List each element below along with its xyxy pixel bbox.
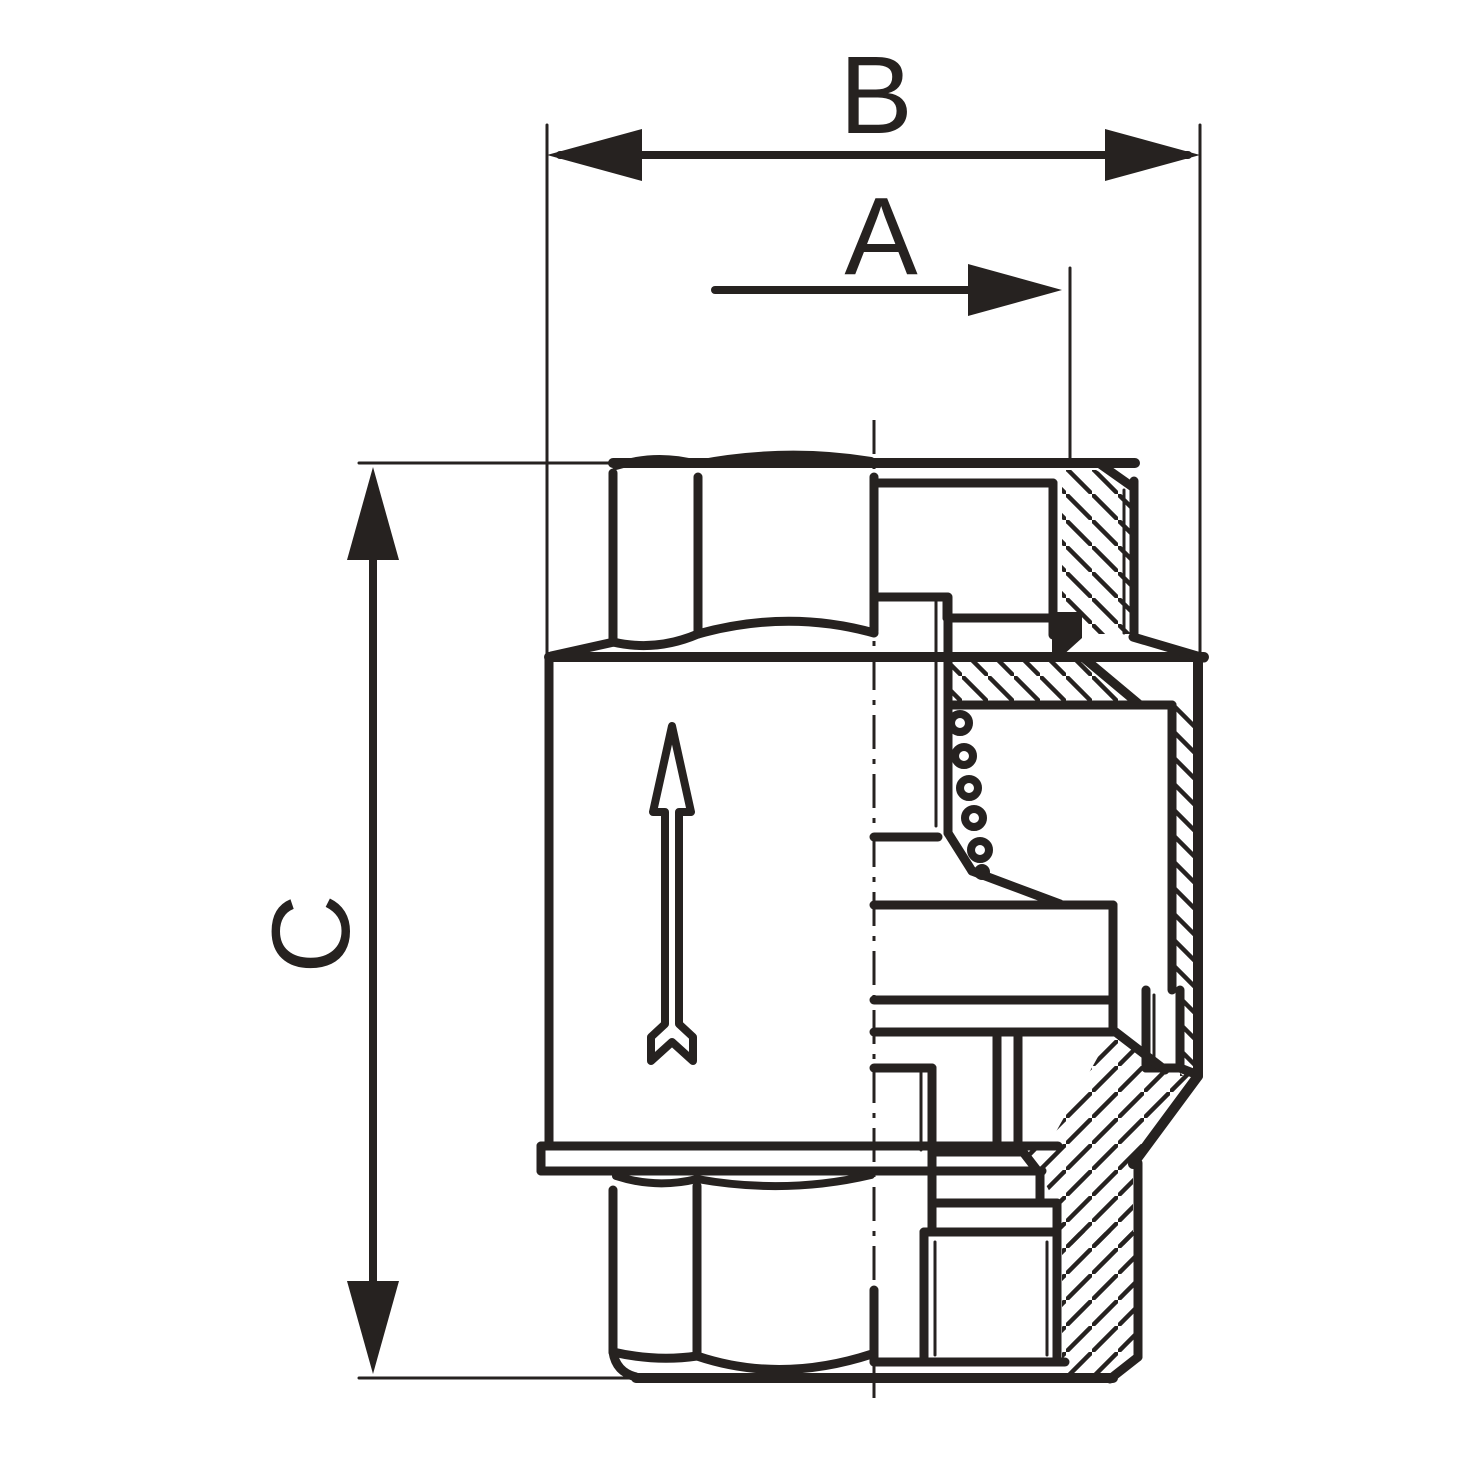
top-hex-crown-arc-1 bbox=[612, 455, 701, 470]
b-arrowhead-left bbox=[547, 129, 642, 181]
thread-engagement-wedge bbox=[1052, 612, 1082, 657]
dimension-label-c: C bbox=[250, 894, 373, 973]
valve-outline-view bbox=[536, 450, 1209, 1383]
c-arrowhead-top bbox=[347, 467, 399, 560]
bottom-hex-crown-arc-2 bbox=[693, 1171, 875, 1191]
guide-tube-taper bbox=[943, 828, 977, 876]
valve-section-view bbox=[869, 459, 1209, 1384]
poppet-cone-slant bbox=[967, 866, 1065, 909]
outlet-thread-runout-bevel bbox=[1128, 632, 1209, 663]
dimension-label-a: A bbox=[844, 175, 918, 298]
bottom-hex-washer-arc-2 bbox=[692, 1349, 877, 1374]
bonnet-flange-bevel bbox=[1080, 654, 1145, 710]
dimension-label-b: B bbox=[839, 34, 912, 157]
top-hex-washer-arc-2 bbox=[693, 616, 879, 639]
top-hex-crown-arc-2 bbox=[693, 450, 875, 468]
inlet-hex-bottom-bevel bbox=[1105, 1352, 1143, 1384]
section-hatching bbox=[951, 470, 1198, 1378]
b-arrowhead-right bbox=[1105, 129, 1200, 181]
spring-coil bbox=[951, 743, 977, 769]
spring-coil bbox=[956, 775, 982, 801]
flow-direction-arrow bbox=[647, 722, 697, 1065]
chamber-bottom-diagonal bbox=[1108, 1025, 1170, 1075]
dimension-c bbox=[347, 461, 1115, 1380]
a-arrowhead bbox=[968, 264, 1062, 316]
body-outer-bevel bbox=[1128, 1071, 1203, 1169]
spring-coil bbox=[961, 805, 987, 831]
top-hex-washer-arc-1 bbox=[608, 629, 703, 651]
hatch-body-funnel bbox=[1021, 1030, 1198, 1245]
dimension-a bbox=[711, 264, 1072, 465]
spring-coils bbox=[947, 710, 993, 863]
spring-coil bbox=[947, 710, 973, 736]
hatch-outlet-thread-wall bbox=[1062, 470, 1133, 634]
hatch-inlet-hex-wall bbox=[1062, 1232, 1138, 1378]
bottom-hex-washer-arc-1 bbox=[608, 1347, 702, 1363]
dimension-b bbox=[545, 123, 1202, 660]
spring-coil bbox=[967, 837, 993, 863]
c-arrowhead-bottom bbox=[347, 1281, 399, 1374]
bottom-hex-crown-arc-1 bbox=[612, 1172, 701, 1188]
outlet-thread-chamfer bbox=[1095, 459, 1139, 493]
